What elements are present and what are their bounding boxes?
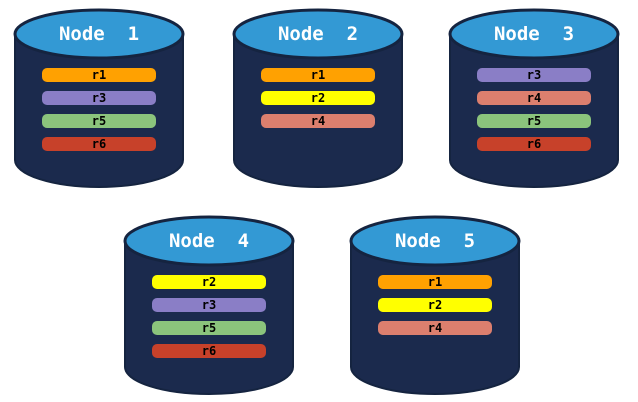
replica-bar: r2	[152, 275, 266, 289]
cylinder-top	[448, 8, 620, 60]
replica-bar: r4	[378, 321, 492, 335]
node-title: Node 4	[168, 230, 250, 252]
replica-label: r2	[427, 298, 443, 312]
replica-label: r4	[526, 91, 542, 105]
replica-label: r2	[201, 275, 217, 289]
replica-label: r5	[91, 114, 107, 128]
replica-label: r6	[91, 137, 107, 151]
replica-bar: r6	[152, 344, 266, 358]
replica-bar: r1	[378, 275, 492, 289]
replica-list: r1 r2 r4	[378, 275, 492, 344]
replica-label: r3	[526, 68, 542, 82]
replica-label: r6	[526, 137, 542, 151]
replica-bar: r3	[152, 298, 266, 312]
replica-bar: r6	[477, 137, 591, 151]
node-title: Node 2	[277, 23, 359, 45]
replica-label: r2	[310, 91, 326, 105]
replica-label: r4	[310, 114, 326, 128]
replica-list: r1 r2 r4	[261, 68, 375, 137]
node-cylinder: Node 2 r1 r2 r4	[231, 8, 405, 190]
cylinder-top	[123, 215, 295, 267]
cylinder-top	[349, 215, 521, 267]
replica-list: r3 r4 r5 r6	[477, 68, 591, 160]
replica-bar: r4	[261, 114, 375, 128]
replica-label: r6	[201, 344, 217, 358]
replica-bar: r3	[477, 68, 591, 82]
replica-label: r1	[91, 68, 107, 82]
replica-bar: r5	[152, 321, 266, 335]
replica-list: r2 r3 r5 r6	[152, 275, 266, 367]
replica-bar: r2	[378, 298, 492, 312]
replica-bar: r1	[261, 68, 375, 82]
node-title: Node 5	[394, 230, 476, 252]
replica-bar: r3	[42, 91, 156, 105]
cylinder-top	[232, 8, 404, 60]
replica-bar: r6	[42, 137, 156, 151]
replica-label: r1	[310, 68, 326, 82]
replica-label: r4	[427, 321, 443, 335]
node-cylinder: Node 4 r2 r3 r5 r6	[122, 215, 296, 397]
replica-bar: r1	[42, 68, 156, 82]
replica-label: r1	[427, 275, 443, 289]
node-cylinder: Node 3 r3 r4 r5 r6	[447, 8, 621, 190]
replica-label: r3	[91, 91, 107, 105]
replica-label: r5	[201, 321, 217, 335]
replica-list: r1 r3 r5 r6	[42, 68, 156, 160]
node-title: Node 3	[493, 23, 575, 45]
node-cylinder: Node 5 r1 r2 r4	[348, 215, 522, 397]
replica-label: r5	[526, 114, 542, 128]
replica-label: r3	[201, 298, 217, 312]
cylinder-top	[13, 8, 185, 60]
replica-bar: r4	[477, 91, 591, 105]
node-title: Node 1	[58, 23, 140, 45]
replica-bar: r2	[261, 91, 375, 105]
replica-bar: r5	[477, 114, 591, 128]
node-cylinder: Node 1 r1 r3 r5 r6	[12, 8, 186, 190]
replica-bar: r5	[42, 114, 156, 128]
